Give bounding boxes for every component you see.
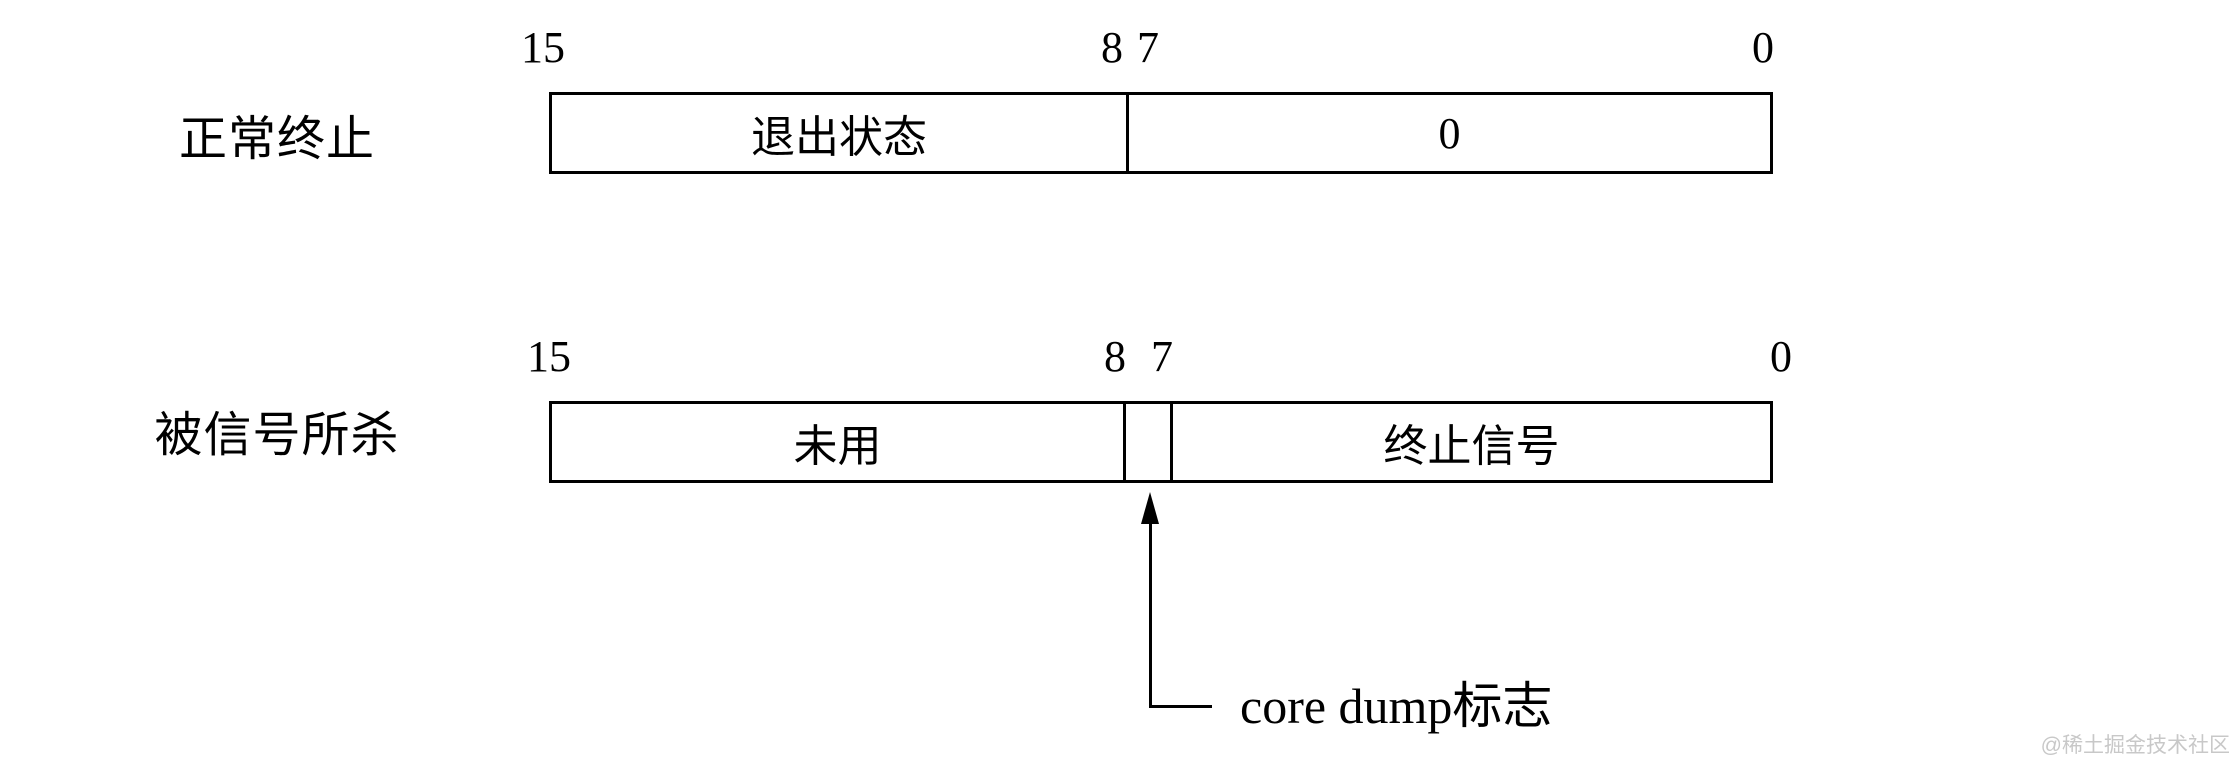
row-label-normal-termination: 正常终止 (178, 113, 376, 166)
status-word-box-signal: 未用 终止信号 (549, 401, 1773, 483)
bit-label-0: 0 (1752, 23, 1774, 72)
cell-exit-status: 退出状态 (552, 95, 1129, 171)
cell-unused: 未用 (552, 404, 1126, 480)
cell-zero-fill: 0 (1438, 108, 1461, 158)
arrow-shaft-line (1149, 518, 1152, 708)
watermark-text: @稀土掘金技术社区 (2040, 734, 2230, 757)
arrow-elbow-line (1149, 705, 1212, 708)
bit-label-7: 7 (1151, 332, 1173, 381)
up-arrow-head-icon (1141, 492, 1159, 524)
cell-termination-signal: 终止信号 (1383, 422, 1560, 471)
bit-label-7: 7 (1137, 23, 1159, 72)
bit-label-15: 15 (527, 332, 571, 381)
row-label-signal-killed: 被信号所杀 (154, 409, 400, 462)
core-dump-flag-label: core dump标志 (1240, 678, 1553, 734)
bit-label-15: 15 (521, 23, 565, 72)
bit-label-0: 0 (1770, 332, 1792, 381)
bit-label-8: 8 (1101, 23, 1123, 72)
status-word-box-normal: 退出状态 0 (549, 92, 1773, 174)
bit-label-8: 8 (1104, 332, 1126, 381)
cell-core-dump-flag (1126, 404, 1173, 480)
